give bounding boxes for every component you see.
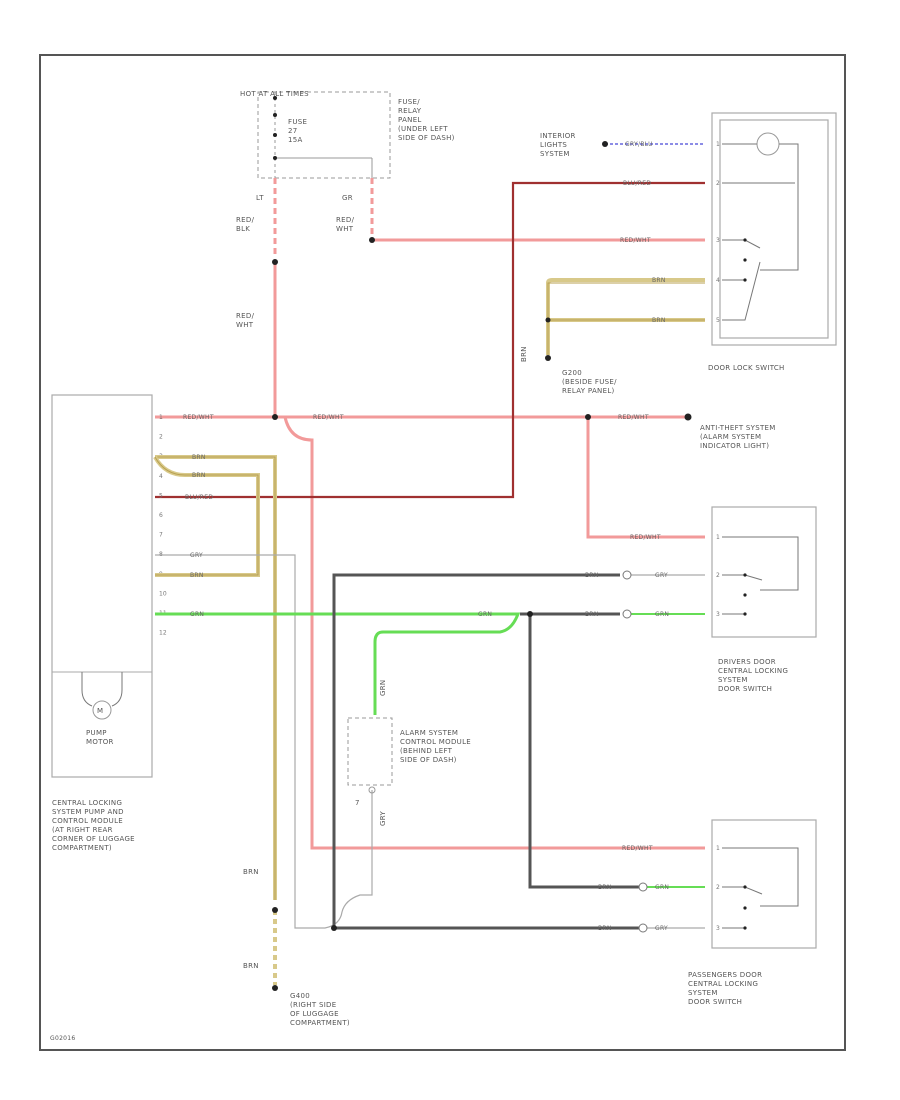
diagram-frame xyxy=(39,54,846,1051)
wire-drv1a: BRN xyxy=(585,572,599,579)
drivers-door-switch xyxy=(711,506,817,638)
switch-pin-label: 3 xyxy=(716,925,720,932)
wire-pass-grn-b: GRN xyxy=(655,884,669,891)
wire-brn-1: BRN xyxy=(652,277,666,284)
red-wht-left-label: RED/WHT xyxy=(236,312,255,329)
module-pin-label: 7 xyxy=(159,532,163,539)
fuse-relay-panel xyxy=(257,91,391,179)
module-pin-label: 2 xyxy=(159,434,163,441)
door-lock-switch-label: DOOR LOCK SWITCH xyxy=(708,364,785,372)
switch-pin-label: 2 xyxy=(716,884,720,891)
gry-vertical-label: GRY xyxy=(379,811,387,826)
wire-blu-red-p4: BLU/RED xyxy=(185,494,213,501)
wire-pass-gry-a: BRN xyxy=(598,925,612,932)
red-wires xyxy=(155,178,705,850)
wire-gry-blu: GRY/BLU xyxy=(625,141,653,148)
brn-lower2-label: BRN xyxy=(243,962,259,970)
switch-pin-label: 4 xyxy=(716,277,720,284)
gr-label: GR xyxy=(342,194,353,202)
switch-pins: 1 2 3 4 5 1 2 3 1 2 3 xyxy=(716,141,720,932)
wire-brn-p8: BRN xyxy=(190,572,204,579)
module-pin-label: 4 xyxy=(159,473,163,480)
grn-vertical-label: GRN xyxy=(379,680,387,696)
wire-drv2b: GRN xyxy=(655,611,669,618)
wire-grn-mid: GRN xyxy=(478,611,492,618)
wire-brn-p3: BRN xyxy=(192,454,206,461)
dark-wires xyxy=(332,573,640,930)
g200-label: G200(BESIDE FUSE/RELAY PANEL) xyxy=(562,369,617,395)
lt-label: LT xyxy=(256,194,264,202)
module-pin-label: 10 xyxy=(159,590,167,597)
green-wire xyxy=(155,612,521,715)
switch-pin-label: 3 xyxy=(716,237,720,244)
wire-drv2a: BRN xyxy=(585,611,599,618)
wire-red-wht-p1: RED/WHT xyxy=(183,414,214,421)
module-pin-label: 1 xyxy=(159,414,163,421)
switch-pin-label: 1 xyxy=(716,141,720,148)
switch-pin-label: 5 xyxy=(716,317,720,324)
wire-grn-p9: GRN xyxy=(190,611,204,618)
brn-g200-label: BRN xyxy=(520,346,528,362)
door-lock-switch xyxy=(711,112,837,346)
hot-power-label: HOT AT ALL TIMES xyxy=(240,90,309,98)
switch-pin-label: 1 xyxy=(716,845,720,852)
switch-pin-label: 2 xyxy=(716,572,720,579)
wire-red-wht-drv: RED/WHT xyxy=(630,534,661,541)
wire-red-wht-p1b: RED/WHT xyxy=(313,414,344,421)
reference-code: G02016 xyxy=(50,1035,76,1042)
alarm-control-module xyxy=(347,717,393,794)
red-blk-label: RED/BLK xyxy=(236,216,255,233)
passengers-door-switch xyxy=(711,819,817,949)
wire-pass-gry-b: GRY xyxy=(655,925,668,932)
switch-pin-label: 1 xyxy=(716,534,720,541)
wire-red-wht-anti: RED/WHT xyxy=(618,414,649,421)
wire-brn-p3b: BRN xyxy=(192,472,206,479)
pin-seven-label: 7 xyxy=(355,799,360,807)
gray-wire xyxy=(155,554,373,929)
wire-drv1b: GRY xyxy=(655,572,668,579)
brn-lower1-label: BRN xyxy=(243,868,259,876)
central-locking-module xyxy=(51,394,153,778)
module-pin-label: 5 xyxy=(159,492,163,499)
switch-stubs xyxy=(622,570,705,933)
module-brown-wires xyxy=(153,455,277,985)
module-pin-label: 6 xyxy=(159,512,163,519)
wire-brn-2: BRN xyxy=(652,317,666,324)
switch-pin-label: 3 xyxy=(716,611,720,618)
wire-pass-grn-a: BRN xyxy=(598,884,612,891)
switch-pin-label: 2 xyxy=(716,180,720,187)
brown-wires xyxy=(546,278,705,355)
red-wht-mid-label: RED/WHT xyxy=(336,216,355,233)
wire-blu-red-top: BLU/RED xyxy=(623,180,651,187)
module-pin-label: 12 xyxy=(159,630,167,637)
wire-gry-p7: GRY xyxy=(190,552,203,559)
wire-red-wht-top: RED/WHT xyxy=(620,237,651,244)
wire-red-wht-pass: RED/WHT xyxy=(622,845,653,852)
motor-m-label: M xyxy=(97,707,103,715)
